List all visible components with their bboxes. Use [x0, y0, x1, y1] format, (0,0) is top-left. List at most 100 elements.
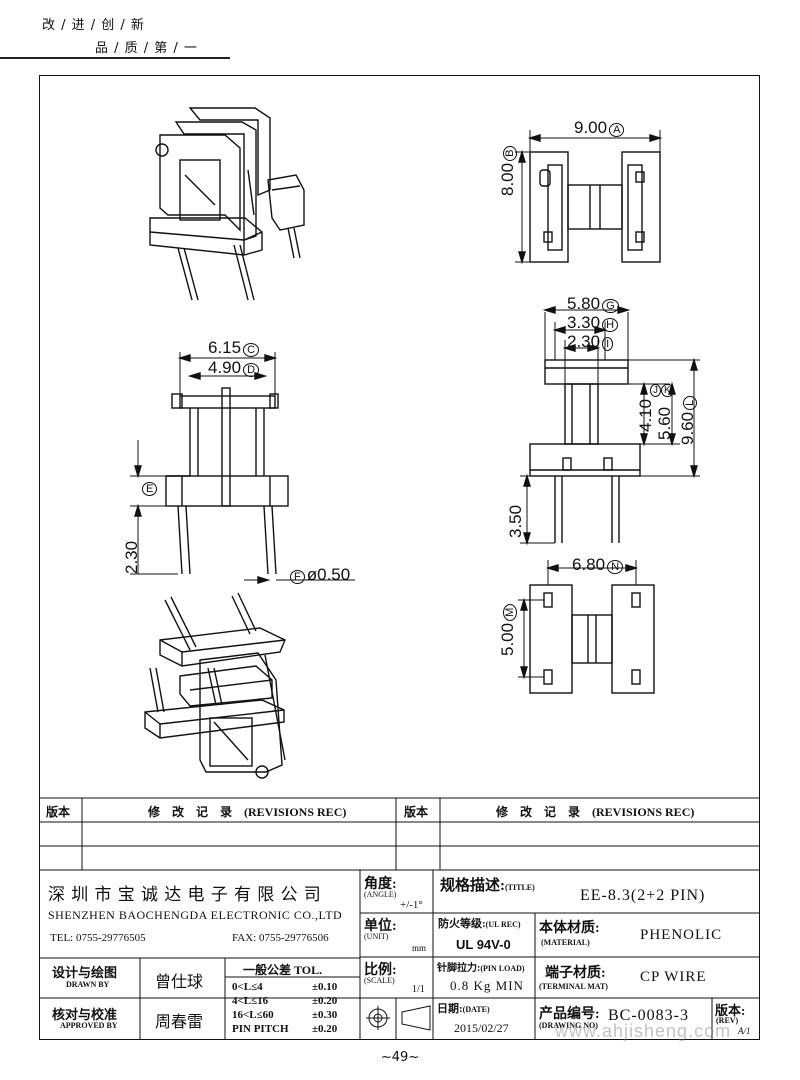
spec-value: EE-8.3(2+2 PIN)	[580, 887, 706, 904]
fire-label-cn: 防火等级:	[438, 918, 486, 930]
bottom-view	[518, 560, 655, 694]
terminal-value: CP WIRE	[640, 969, 707, 985]
dim-tag: H	[602, 318, 619, 332]
pinload-label: 针脚拉力:(PIN LOAD)	[437, 959, 525, 974]
tol-range: 16<L≤60	[232, 1009, 274, 1021]
dim-tag: D	[243, 363, 260, 377]
tol-value: ±0.20	[312, 995, 338, 1007]
terminal-label: 端子材质:	[545, 966, 606, 981]
isometric-view-bottom	[144, 592, 286, 779]
tolerance-values: ±0.10 ±0.20 ±0.30 ±0.20	[312, 980, 337, 1036]
drawno-value: BC-0083-3	[608, 1007, 689, 1024]
unit-value: mm	[412, 943, 427, 953]
pinload-value: 0.8 Kg MIN	[450, 978, 524, 993]
dim-tag: M	[503, 603, 517, 621]
front-view	[130, 352, 355, 584]
rev-col-record: 修 改 记 录 (REVISIONS REC)	[148, 805, 347, 819]
material-value: PHENOLIC	[640, 927, 723, 943]
company-name-cn: 深 圳 市 宝 诚 达 电 子 有 限 公 司	[48, 885, 322, 904]
side-view	[520, 306, 700, 546]
company-fax: FAX: 0755-29776506	[232, 932, 329, 944]
rev-label: 版本:	[715, 1003, 746, 1018]
tol-range: PIN PITCH	[232, 1023, 289, 1035]
dim-tag-e: E	[142, 482, 158, 496]
dim-tag: F	[290, 570, 305, 584]
date-label-en: (DATE)	[462, 1005, 490, 1014]
dim-tag: L	[683, 395, 697, 410]
tol-value: ±0.30	[312, 1009, 338, 1021]
tol-range: 4<L≤16	[232, 995, 269, 1007]
pinload-label-cn: 针脚拉力:	[437, 963, 481, 974]
dim-value: 6.15	[208, 338, 242, 357]
material-label-en: (MATERIAL)	[541, 938, 590, 947]
dim-value: 4.90	[208, 358, 242, 377]
drawn-value: 曾仕球	[155, 974, 204, 991]
dim-value: 2.30	[567, 332, 601, 351]
dim-8-00: 8.00B	[498, 145, 518, 196]
angle-label-en: (ANGLE)	[364, 890, 397, 899]
dim-tag: A	[609, 123, 625, 137]
top-view	[515, 130, 663, 265]
dim-tag: B	[503, 145, 517, 161]
dim-tag: I	[602, 337, 614, 351]
scale-label: 比例:	[364, 963, 397, 978]
drawing-frame	[39, 75, 760, 1040]
tolerance-title: 一般公差 TOL.	[243, 963, 323, 977]
slogan-line-2: 品 / 质 / 第 / 一	[95, 41, 198, 56]
dim-value: 8.00	[498, 162, 517, 196]
drawn-label-en: DRAWN BY	[66, 980, 110, 989]
date-label: 日期:(DATE)	[437, 1000, 490, 1016]
tolerance-ranges: 0<L≤4 4<L≤16 16<L≤60 PIN PITCH	[232, 980, 289, 1036]
angle-label: 角度:	[364, 877, 397, 892]
drawn-label: 设计与绘图	[52, 965, 118, 980]
spec-label: 规格描述:(TITLE)	[440, 874, 535, 895]
tol-value: ±0.10	[312, 981, 338, 993]
dim-3-50: 3.50	[506, 504, 525, 538]
terminal-label-en: (TERMINAL MAT)	[539, 982, 608, 991]
dim-9-60: 9.60L	[678, 395, 698, 445]
scale-label-en: (SCALE)	[364, 976, 395, 985]
dim-tag: N	[607, 560, 624, 574]
date-value: 2015/02/27	[454, 1021, 509, 1035]
dim-value: 9.00	[574, 118, 608, 137]
dim-tag: J	[650, 384, 661, 397]
approved-value: 周春雷	[155, 1014, 204, 1031]
approved-label: 核对与校准	[52, 1007, 118, 1022]
dim-tag: K	[661, 384, 674, 397]
drawno-label-en: (DRAWING NO)	[539, 1021, 598, 1030]
dim-5-60: 5.60	[655, 406, 674, 440]
fire-label: 防火等级:(UL REC)	[438, 915, 521, 931]
dim-value: 9.60	[678, 411, 697, 445]
angle-value: +/-1°	[400, 899, 423, 911]
rev-col-version-2: 版本	[404, 805, 429, 819]
pinload-label-en: (PIN LOAD)	[480, 964, 525, 973]
rev-value: A/1	[738, 1026, 751, 1036]
unit-label-en: (UNIT)	[364, 932, 389, 941]
dim-value: 6.80	[572, 555, 606, 574]
company-tel: TEL: 0755-29776505	[50, 932, 146, 944]
rev-col-version: 版本	[46, 805, 71, 819]
fire-value: UL 94V-0	[456, 937, 511, 952]
dim-2-30-pin: 2.30	[122, 540, 141, 574]
spec-label-cn: 规格描述:	[440, 878, 505, 894]
dim-value: 5.80	[567, 294, 601, 313]
approved-label-en: APPROVED BY	[60, 1021, 118, 1030]
scale-value: 1/1	[412, 984, 425, 995]
title-block-grid	[39, 797, 760, 1040]
tol-value: ±0.20	[312, 1023, 338, 1035]
spec-label-en: (TITLE)	[505, 883, 535, 892]
header-rule	[0, 57, 230, 59]
dim-value: ø0.50	[306, 565, 351, 584]
watermark: www.ahjisheng.com	[555, 1021, 732, 1041]
unit-label: 单位:	[364, 919, 397, 934]
dim-tag: C	[243, 343, 260, 357]
